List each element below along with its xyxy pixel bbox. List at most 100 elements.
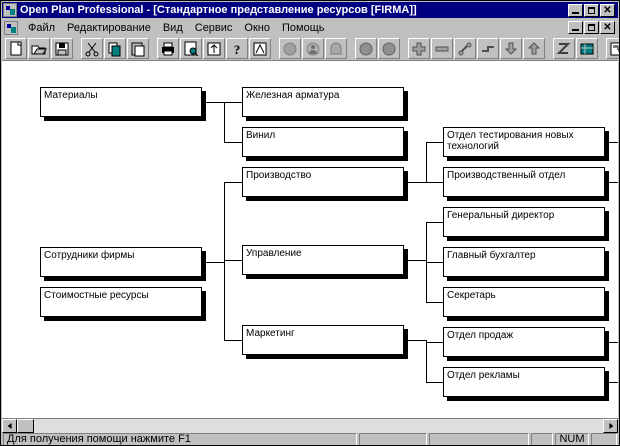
- menu-item-edit[interactable]: Редактирование: [67, 21, 151, 34]
- diagram-connector: [404, 340, 426, 341]
- diagram-connector: [224, 102, 242, 103]
- diagram-connector: [224, 340, 242, 341]
- menu-bar: Файл Редактирование Вид Сервис Окно Помо…: [2, 19, 618, 36]
- resource-shape-icon[interactable]: [325, 37, 347, 59]
- scroll-right-arrow-icon[interactable]: [603, 419, 618, 433]
- help-question-icon[interactable]: ?: [226, 37, 248, 59]
- remove-minus-icon[interactable]: [431, 37, 453, 59]
- window-title: Open Plan Professional - [Стандартное пр…: [20, 4, 417, 16]
- diagram-connector: [426, 142, 443, 143]
- diagram-connector: [605, 142, 618, 143]
- status-panel-3: [429, 433, 529, 445]
- diagram-node-label: Сотрудники фирмы: [44, 250, 135, 261]
- diagram-connector: [224, 142, 242, 143]
- resource-person-icon[interactable]: [302, 37, 324, 59]
- status-panel-4: [531, 433, 553, 445]
- mdi-restore-button[interactable]: [584, 21, 599, 34]
- diagram-connector: [404, 260, 426, 261]
- title-bar: Open Plan Professional - [Стандартное пр…: [2, 2, 618, 18]
- diagram-connector: [426, 222, 443, 223]
- status-panel-2: [359, 433, 427, 445]
- diagram-node-label: Главный бухгалтер: [447, 250, 536, 261]
- svg-text:?: ?: [234, 42, 241, 57]
- save-disk-icon[interactable]: [51, 37, 73, 59]
- window-controls: ✕: [568, 3, 615, 17]
- diagram-connector: [426, 142, 427, 182]
- diagram-node-upravlenie[interactable]: Управление: [242, 245, 404, 275]
- diagram-node-label: Генеральный директор: [447, 210, 555, 221]
- diagram-node-gendirektor[interactable]: Генеральный директор: [443, 207, 605, 237]
- app-icon[interactable]: [3, 3, 17, 17]
- status-message: Для получения помощи нажмите F1: [3, 433, 357, 445]
- diagram-node-label: Секретарь: [447, 290, 496, 301]
- diagram-node-sekretar[interactable]: Секретарь: [443, 287, 605, 317]
- diagram-connector: [426, 262, 443, 263]
- diagram-node-marketing[interactable]: Маркетинг: [242, 325, 404, 355]
- copy-icon[interactable]: [104, 37, 126, 59]
- resource-circle-icon[interactable]: [279, 37, 301, 59]
- diagram-node-proizv-otdel[interactable]: Производственный отдел: [443, 167, 605, 197]
- diagram-connector: [202, 102, 224, 103]
- cut-scissors-icon[interactable]: [81, 37, 103, 59]
- menu-item-file[interactable]: Файл: [28, 21, 56, 34]
- mdi-minimize-button[interactable]: [568, 21, 583, 34]
- scroll-left-arrow-icon[interactable]: [2, 419, 17, 433]
- sort-icon[interactable]: [203, 37, 225, 59]
- diagram-node-otdel-reklamy[interactable]: Отдел рекламы: [443, 367, 605, 397]
- diagram-node-proizvodstvo[interactable]: Производство: [242, 167, 404, 197]
- find-icon[interactable]: [249, 37, 271, 59]
- diagram-connector: [426, 302, 443, 303]
- filled-circle-icon[interactable]: [355, 37, 377, 59]
- table-view-icon[interactable]: [576, 37, 598, 59]
- status-bar: Для получения помощи нажмите F1 NUM: [2, 433, 618, 445]
- diagram-node-label: Стоимостные ресурсы: [44, 290, 149, 301]
- close-icon[interactable]: ✕: [600, 3, 615, 17]
- link-icon[interactable]: [454, 37, 476, 59]
- document-icon[interactable]: [4, 20, 18, 35]
- zigzag-icon[interactable]: [553, 37, 575, 59]
- minimize-button[interactable]: [568, 3, 583, 17]
- menu-item-tools[interactable]: Сервис: [194, 21, 233, 34]
- menu-item-help[interactable]: Помощь: [281, 21, 325, 34]
- diagram-node-materialy[interactable]: Материалы: [40, 87, 202, 117]
- diagram-node-sotrudniki[interactable]: Сотрудники фирмы: [40, 247, 202, 277]
- filled-circle-2-icon[interactable]: [378, 37, 400, 59]
- add-plus-icon[interactable]: [408, 37, 430, 59]
- maximize-button[interactable]: [584, 3, 599, 17]
- print-icon[interactable]: [157, 37, 179, 59]
- horizontal-scrollbar[interactable]: [2, 418, 618, 433]
- diagram-node-buhgalter[interactable]: Главный бухгалтер: [443, 247, 605, 277]
- diagram-connector: [605, 342, 618, 343]
- menu-item-view[interactable]: Вид: [162, 21, 183, 34]
- new-document-icon[interactable]: [5, 37, 27, 59]
- diagram-node-label: Маркетинг: [246, 328, 295, 339]
- diagram-node-label: Отдел тестирования новых технологий: [447, 130, 574, 152]
- diagram-connector: [224, 182, 225, 340]
- scrollbar-thumb[interactable]: [17, 419, 34, 433]
- diagram-node-label: Управление: [246, 248, 302, 259]
- move-up-icon[interactable]: [523, 37, 545, 59]
- diagram-node-stoimostnye[interactable]: Стоимостные ресурсы: [40, 287, 202, 317]
- scrollbar-track[interactable]: [17, 419, 603, 433]
- diagram-connector: [224, 260, 242, 261]
- open-folder-icon[interactable]: [28, 37, 50, 59]
- menu-item-window[interactable]: Окно: [244, 21, 270, 34]
- print-preview-icon[interactable]: [180, 37, 202, 59]
- diagram-node-label: Винил: [246, 130, 276, 141]
- promote-icon[interactable]: [477, 37, 499, 59]
- diagram-connector: [202, 262, 224, 263]
- paste-icon[interactable]: [127, 37, 149, 59]
- diagram-node-testirovanie[interactable]: Отдел тестирования новых технологий: [443, 127, 605, 157]
- diagram-node-armatura[interactable]: Железная арматура: [242, 87, 404, 117]
- mdi-close-icon[interactable]: ✕: [600, 21, 615, 34]
- diagram-node-vinil[interactable]: Винил: [242, 127, 404, 157]
- diagram-connector: [426, 382, 443, 383]
- move-down-icon[interactable]: [500, 37, 522, 59]
- layout-icon[interactable]: [606, 37, 619, 59]
- diagram-node-otdel-prodazh[interactable]: Отдел продаж: [443, 327, 605, 357]
- diagram-connector: [426, 340, 427, 382]
- diagram-node-label: Производственный отдел: [447, 170, 566, 181]
- diagram-connector: [224, 102, 225, 142]
